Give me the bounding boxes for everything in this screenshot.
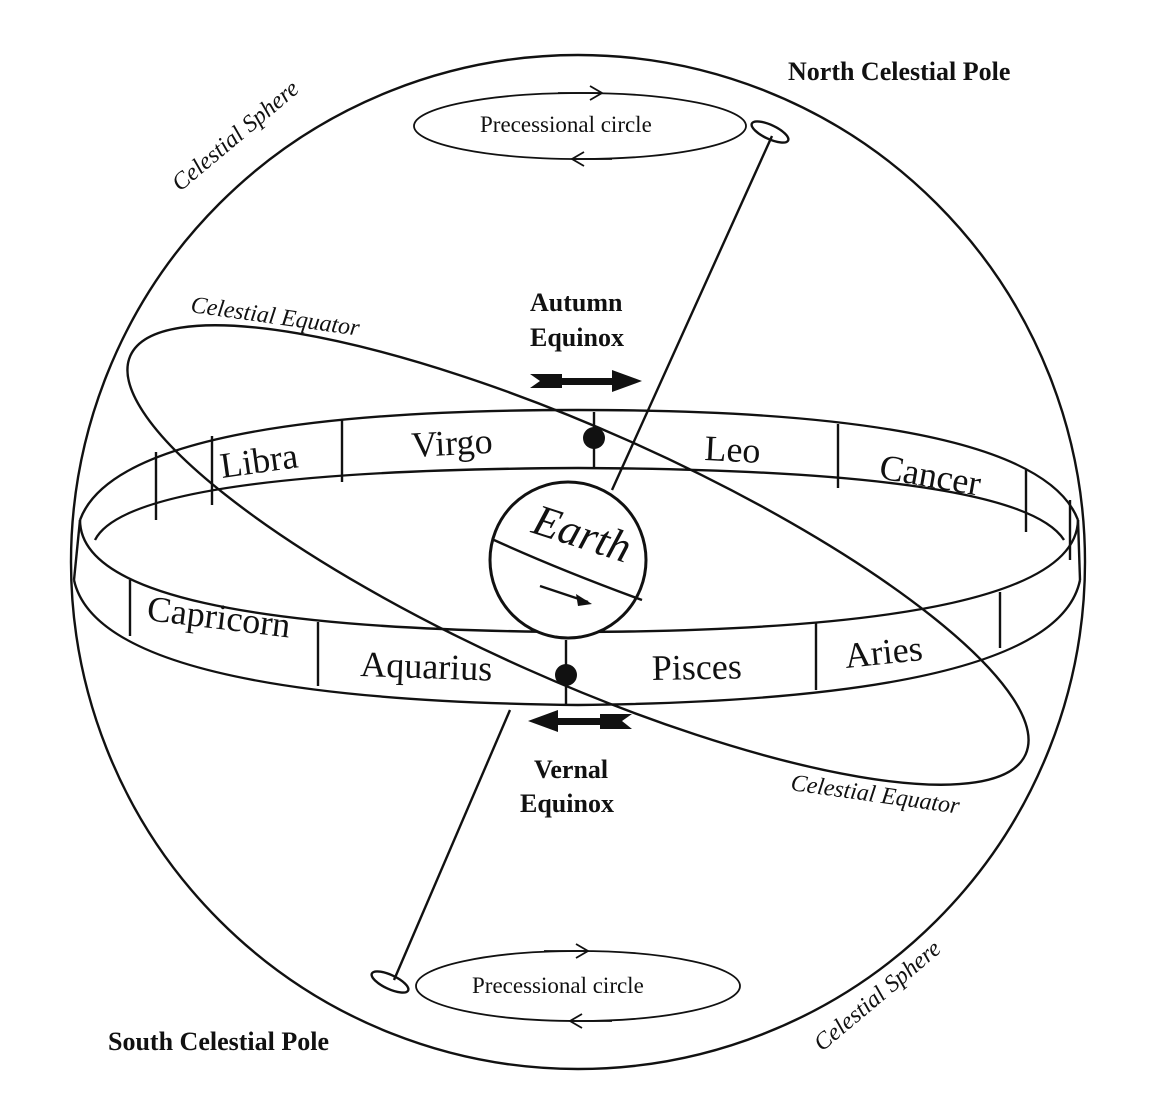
celestial-equator-ring <box>126 324 1030 786</box>
zodiac-sign-leo: Leo <box>704 428 762 471</box>
celestial-sphere-outline <box>69 53 1087 1071</box>
autumn-equinox-label-line2: Equinox <box>530 323 624 352</box>
zodiac-front-dividers <box>128 580 1002 690</box>
precession-arrow-top-lower-icon <box>570 151 612 167</box>
vernal-equinox-label-line2: Equinox <box>520 789 614 818</box>
precession-arrow-top-upper-icon <box>558 85 604 101</box>
precessional-circle-label-bottom: Precessional circle <box>472 973 644 998</box>
north-pole-marker <box>750 120 790 144</box>
zodiac-sign-pisces: Pisces <box>651 646 742 688</box>
precession-arrow-bottom-lower-icon <box>568 1013 612 1029</box>
zodiac-sign-cancer: Cancer <box>877 446 984 503</box>
south-polar-axis <box>392 709 512 981</box>
north-pole-label: North Celestial Pole <box>788 57 1010 86</box>
autumn-equinox-arrow-icon <box>530 370 642 392</box>
celestial-sphere-label-top: Celestial Sphere <box>167 75 304 196</box>
precessional-circle-label-top: Precessional circle <box>480 112 652 137</box>
celestial-sphere-label-bottom: Celestial Sphere <box>809 935 946 1056</box>
zodiac-sign-libra: Libra <box>218 435 301 485</box>
zodiac-band-left-edge <box>72 519 82 581</box>
zodiac-sign-virgo: Virgo <box>410 421 493 465</box>
precession-arrow-bottom-upper-icon <box>544 943 590 959</box>
south-pole-marker <box>370 970 410 994</box>
zodiac-band-back-rim <box>78 408 1080 521</box>
zodiac-back-dividers <box>154 420 1072 560</box>
autumn-equinox-point <box>583 427 605 449</box>
zodiac-band-inner-top <box>93 466 1066 541</box>
earth-globe <box>488 480 648 640</box>
vernal-equinox-arrow-icon <box>528 710 632 732</box>
zodiac-band-front-bottom <box>72 579 1082 707</box>
south-pole-label: South Celestial Pole <box>108 1027 329 1056</box>
zodiac-sign-aquarius: Aquarius <box>360 644 493 689</box>
vernal-equinox-point <box>555 664 577 686</box>
zodiac-sign-aries: Aries <box>843 628 925 676</box>
north-polar-axis <box>610 135 774 491</box>
zodiac-band-right-edge <box>1076 519 1082 581</box>
earth-rotation-arrow-icon <box>539 584 592 606</box>
celestial-equator-label-top: Celestial Equator <box>189 292 362 341</box>
earth-equator-line <box>493 538 643 602</box>
zodiac-sign-capricorn: Capricorn <box>145 588 293 645</box>
vernal-equinox-label-line1: Vernal <box>534 755 608 784</box>
celestial-equator-label-bottom: Celestial Equator <box>789 770 962 819</box>
autumn-equinox-label-line1: Autumn <box>530 288 623 317</box>
